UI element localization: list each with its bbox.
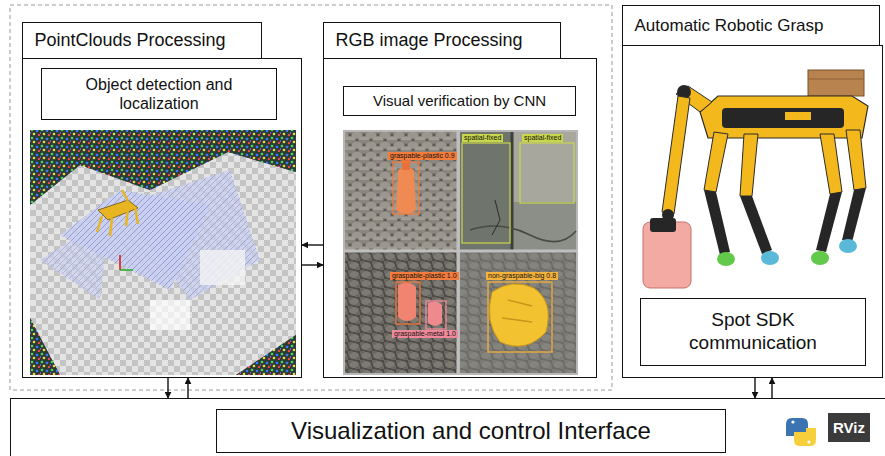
detection-label: graspable-plastic 1.0 [390,272,459,280]
step-box: Visual verification by CNN [343,86,576,116]
section-panel: Automatic Robotic GraspSpot SDK communic… [622,45,883,378]
box-text: Spot SDK communication [678,309,828,355]
flow-arrow [302,264,323,265]
step-box: Spot SDK communication [640,298,866,366]
detection-label: non-graspable-big 0.8 [486,272,558,280]
interface-title: Visualization and control Interface [216,409,726,453]
box-text: Object detection and localization [49,75,269,113]
detection-pictures [343,130,578,375]
rviz-logo: RViz [828,413,870,442]
robot-picture [643,70,868,288]
python-logo [786,418,816,446]
flow-arrow [302,244,323,245]
pointcloud-picture [30,130,296,375]
detection-label: graspable-metal 1.0 [392,330,458,338]
detection-label: spatial-fixed [462,134,503,142]
step-box: Object detection and localization [41,68,277,120]
section-panel: RGB image ProcessingVisual verification … [323,58,597,378]
robot-marker [97,190,138,236]
detection-label: spatial-fixed [522,134,563,142]
interface-band: Visualization and control Interface [10,398,885,456]
box-text: Visual verification by CNN [373,92,546,110]
group-frame [10,5,612,390]
flow-arrow [187,378,188,398]
flow-arrow [754,378,755,398]
detection-label: graspable-plastic 0.9 [388,152,457,160]
section-heading: PointClouds Processing [22,22,262,59]
section-heading: Automatic Robotic Grasp [622,5,880,46]
section-heading: RGB image Processing [323,22,561,59]
flow-arrow [771,378,772,398]
flow-arrow [167,378,168,398]
section-panel: PointClouds ProcessingObject detection a… [22,58,302,378]
